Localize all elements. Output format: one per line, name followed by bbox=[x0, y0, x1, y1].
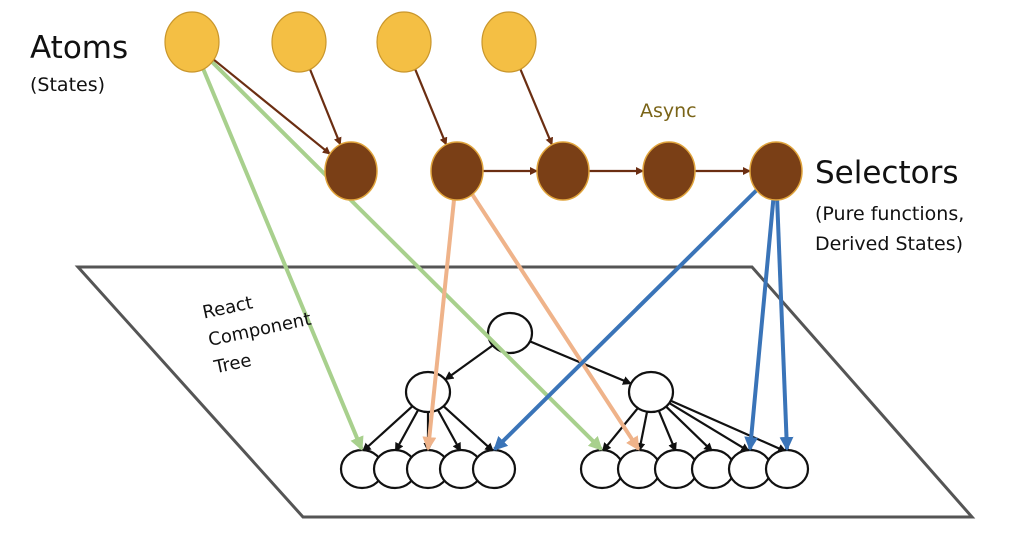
atom-to-selector-arrow bbox=[213, 58, 331, 155]
subscription-arrow-orange bbox=[422, 199, 456, 451]
tree-edge bbox=[444, 344, 494, 381]
tree-edge bbox=[361, 405, 414, 453]
tree-edge bbox=[636, 411, 649, 452]
atoms-title: Atoms bbox=[30, 30, 129, 66]
tree-leaf-node bbox=[471, 448, 517, 490]
subscription-arrow-blue bbox=[493, 188, 758, 451]
tree-leaf-node bbox=[727, 448, 773, 490]
selector-3-node bbox=[536, 141, 590, 201]
tree-edge bbox=[601, 407, 639, 452]
selectors-title: Selectors bbox=[815, 155, 959, 191]
tree-edge bbox=[436, 409, 462, 452]
atoms-subtitle: (States) bbox=[30, 74, 106, 96]
tree-left-node bbox=[404, 370, 452, 414]
atom-1-node bbox=[164, 11, 220, 73]
tree-edge bbox=[665, 405, 714, 453]
selector-4-node bbox=[642, 141, 696, 201]
subscription-arrow-blue bbox=[775, 199, 794, 451]
tree-edge bbox=[657, 410, 677, 453]
selector-1-node bbox=[324, 141, 378, 201]
atom-to-selector-arrow bbox=[414, 68, 448, 146]
atom-3-node bbox=[376, 11, 432, 73]
atom-to-selector-arrow bbox=[519, 68, 554, 146]
tree-edge bbox=[670, 399, 788, 453]
selector-5-node bbox=[749, 141, 803, 201]
subscription-arrow-blue bbox=[744, 199, 776, 451]
tree-right-node bbox=[627, 370, 675, 414]
atom-4-node bbox=[481, 11, 537, 73]
selectors-subtitle-line1: (Pure functions, bbox=[815, 203, 965, 225]
subscription-arrow-green bbox=[201, 68, 364, 451]
tree-root-node bbox=[486, 311, 534, 355]
tree-leaf-node bbox=[579, 448, 625, 490]
tree-leaf-node bbox=[690, 448, 736, 490]
tree-leaf-node bbox=[653, 448, 699, 490]
selectors-subtitle-line2: Derived States) bbox=[815, 233, 964, 255]
component-plane bbox=[74, 265, 976, 519]
tree-edge bbox=[668, 402, 750, 453]
atom-to-selector-arrow bbox=[309, 68, 342, 146]
selector-2-node bbox=[430, 141, 484, 201]
tree-leaf-node bbox=[764, 448, 810, 490]
atom-2-node bbox=[271, 11, 327, 73]
tree-leaf-node bbox=[616, 448, 662, 490]
subscription-arrow-orange bbox=[470, 193, 641, 451]
subscription-arrow-green bbox=[210, 60, 603, 451]
async-label: Async bbox=[640, 100, 697, 122]
tree-edge bbox=[442, 405, 495, 453]
tree-edge bbox=[394, 409, 420, 452]
